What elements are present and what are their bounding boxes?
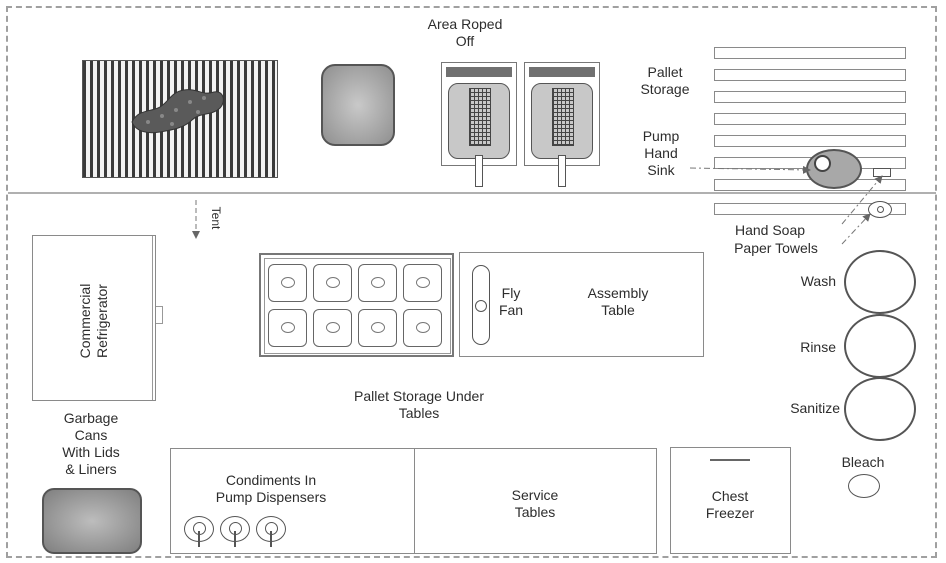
- commercial-refrigerator: [32, 235, 156, 401]
- pump-hand-sink-line2: Hand: [644, 145, 678, 161]
- pump-dispenser-icon: [184, 516, 214, 547]
- condiments-line2: Pump Dispensers: [215, 489, 327, 505]
- steam-pan: [403, 309, 442, 347]
- cooler: [321, 64, 395, 146]
- garbage-cans-label: Garbage Cans With Lids & Liners: [30, 410, 152, 478]
- pallet-slat: [714, 69, 906, 81]
- garbage-can: [42, 488, 142, 554]
- steam-table-inner: [264, 258, 451, 354]
- service-tables-line2: Tables: [514, 504, 556, 520]
- steam-pan: [268, 309, 307, 347]
- fryer-handle: [475, 155, 483, 187]
- fly-fan-label: Fly Fan: [496, 285, 526, 319]
- bleach-container: [848, 474, 880, 498]
- assembly-table-label: Assembly Table: [572, 285, 664, 319]
- refrigerator-door-edge: [152, 236, 156, 400]
- area-roped-off-line2: Off: [455, 33, 475, 49]
- fryer-right: [524, 62, 600, 187]
- grill-food-icon: [131, 89, 224, 134]
- pallet-slat: [714, 47, 906, 59]
- hand-soap-label: Hand Soap: [734, 222, 806, 238]
- pallet-slat: [714, 135, 906, 147]
- chest-freezer-line1: Chest: [711, 488, 749, 504]
- fan-hub: [475, 300, 487, 312]
- pallet-storage-line1: Pallet: [647, 64, 683, 80]
- pallet-slat: [714, 203, 906, 215]
- sanitize-basin: [844, 377, 916, 441]
- pallet-under-tables-line1: Pallet Storage Under: [354, 388, 484, 404]
- assembly-table: [459, 252, 704, 357]
- steam-pan: [403, 264, 442, 302]
- steam-pan: [313, 264, 352, 302]
- tent-label: Tent: [209, 206, 223, 230]
- fryer-control-bar: [446, 67, 512, 77]
- pump-hand-sink-line3: Sink: [647, 162, 675, 178]
- steam-pan: [313, 309, 352, 347]
- site-boundary: [6, 6, 937, 558]
- freezer-handle: [710, 459, 750, 461]
- assembly-table-line1: Assembly: [587, 285, 649, 301]
- paper-towels-label: Paper Towels: [734, 240, 818, 256]
- wash-label: Wash: [800, 273, 836, 289]
- assembly-table-line2: Table: [601, 302, 635, 318]
- refrigerator-label-line2: Refrigerator: [94, 284, 110, 358]
- pallet-under-tables-line2: Tables: [398, 405, 440, 421]
- pump-dispenser-icon: [220, 516, 250, 547]
- fryer-control-bar: [529, 67, 595, 77]
- garbage-line2: Cans: [74, 427, 108, 443]
- paper-towel-roll-icon: [868, 201, 892, 218]
- rinse-basin: [844, 314, 916, 378]
- bleach-label: Bleach: [841, 454, 885, 470]
- pallet-slat: [714, 91, 906, 103]
- pallet-slat: [714, 113, 906, 125]
- condiments-label: Condiments In Pump Dispensers: [190, 472, 352, 506]
- steam-pan: [268, 264, 307, 302]
- sanitize-label: Sanitize: [790, 400, 840, 416]
- area-roped-off-label: Area Roped Off: [410, 16, 520, 50]
- fly-fan-line1: Fly: [501, 285, 521, 301]
- fly-fan-line2: Fan: [498, 302, 524, 318]
- pump-dispenser-icon: [256, 516, 286, 547]
- pump-hand-sink-line1: Pump: [642, 128, 680, 144]
- refrigerator-label-line1: Commercial: [77, 283, 93, 359]
- steam-pan: [358, 264, 397, 302]
- chest-freezer-label: Chest Freezer: [690, 488, 770, 522]
- fryer-left: [441, 62, 517, 187]
- rinse-label: Rinse: [800, 339, 836, 355]
- wash-basin: [844, 250, 916, 314]
- chest-freezer: [670, 447, 791, 554]
- garbage-line3: With Lids: [62, 444, 120, 460]
- fryer-mesh: [469, 88, 491, 146]
- chest-freezer-line2: Freezer: [705, 505, 755, 521]
- tent-divider-line: [8, 192, 936, 194]
- commercial-refrigerator-label: Commercial Refrigerator: [77, 259, 111, 383]
- fryer-mesh: [552, 88, 574, 146]
- service-tables-line1: Service: [511, 487, 559, 503]
- sink-faucet-icon: [814, 155, 831, 172]
- area-roped-off-line1: Area Roped: [427, 16, 503, 32]
- fryer-basket: [448, 83, 510, 159]
- condiments-line1: Condiments In: [225, 472, 317, 488]
- garbage-line1: Garbage: [63, 410, 119, 426]
- pallet-storage-line2: Storage: [640, 81, 690, 97]
- service-tables: [414, 448, 657, 554]
- refrigerator-handle: [156, 306, 163, 324]
- fryer-handle: [558, 155, 566, 187]
- pallet-storage-label: Pallet Storage: [630, 64, 700, 98]
- garbage-line4: & Liners: [65, 461, 117, 477]
- service-tables-label: Service Tables: [490, 487, 580, 521]
- fryer-basket: [531, 83, 593, 159]
- pump-hand-sink-label: Pump Hand Sink: [630, 128, 692, 179]
- pallet-storage-under-tables-label: Pallet Storage Under Tables: [326, 388, 512, 422]
- steam-pan: [358, 309, 397, 347]
